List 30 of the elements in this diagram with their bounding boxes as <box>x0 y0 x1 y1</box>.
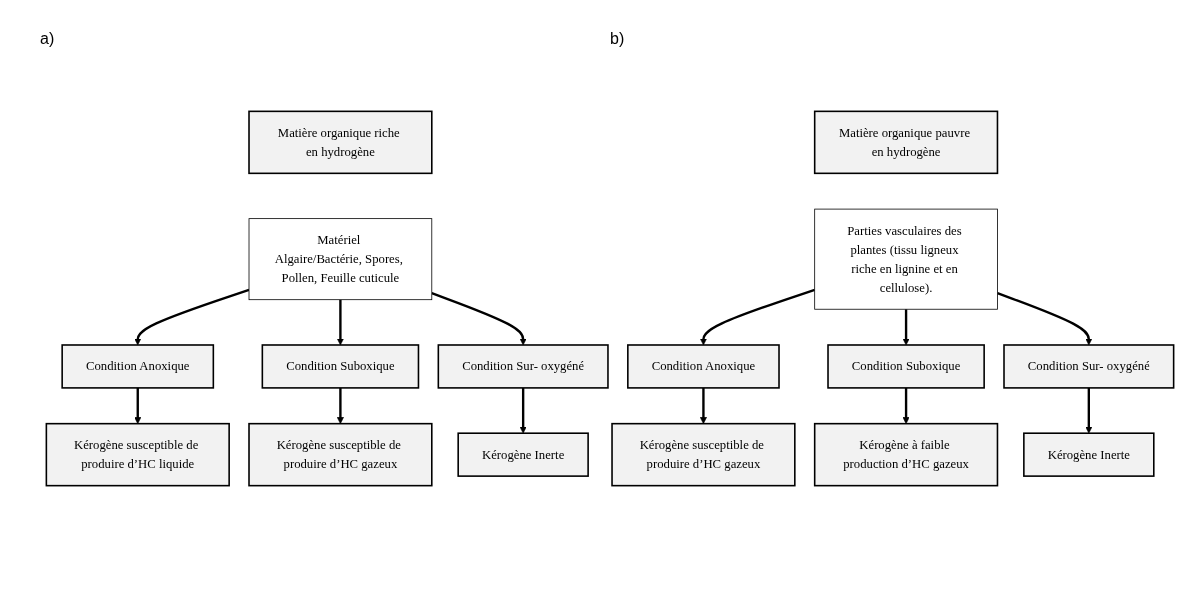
node-box: Condition Suboxique <box>827 344 985 389</box>
arrow <box>134 387 142 424</box>
node-box: Condition Sur- oxygéné <box>437 344 609 389</box>
arrow <box>134 288 250 346</box>
node-box: Kérogène Inerte <box>1023 432 1155 477</box>
arrow <box>699 288 816 346</box>
node-box: Matière organique riche en hydrogène <box>248 110 433 175</box>
node-box: Matériel Algaire/Bactérie, Spores, Pollen, Feuille cuticule <box>248 218 433 301</box>
arrow <box>1085 387 1093 434</box>
node-box: Kérogène susceptible de produire d’HC gazeux <box>611 422 796 487</box>
node-box: Condition Anoxique <box>627 344 780 389</box>
node-box: Condition Suboxique <box>261 344 420 389</box>
node-box: Kérogène Inerte <box>457 432 589 477</box>
arrow <box>997 292 1093 346</box>
arrow <box>336 299 344 346</box>
arrow <box>336 387 344 424</box>
node-box: Kérogène à faible production d’HC gazeux <box>813 422 999 487</box>
node-box: Kérogène susceptible de produire d’HC liquide <box>45 422 230 487</box>
node-box: Condition Sur- oxygéné <box>1003 344 1175 389</box>
panel-letter: b) <box>610 30 625 48</box>
arrow <box>431 292 527 346</box>
arrow <box>902 309 910 346</box>
node-box: Matière organique pauvre en hydrogène <box>813 110 999 175</box>
node-box: Condition Anoxique <box>61 344 215 389</box>
panel-letter: a) <box>40 30 55 48</box>
arrow <box>699 387 707 424</box>
node-box: Parties vasculaires des plantes (tissu ligneux riche en lignine et en cellulose). <box>814 208 998 310</box>
arrow <box>519 387 527 434</box>
node-box: Kérogène susceptible de produire d’HC gazeux <box>248 422 433 487</box>
arrow <box>902 387 910 424</box>
